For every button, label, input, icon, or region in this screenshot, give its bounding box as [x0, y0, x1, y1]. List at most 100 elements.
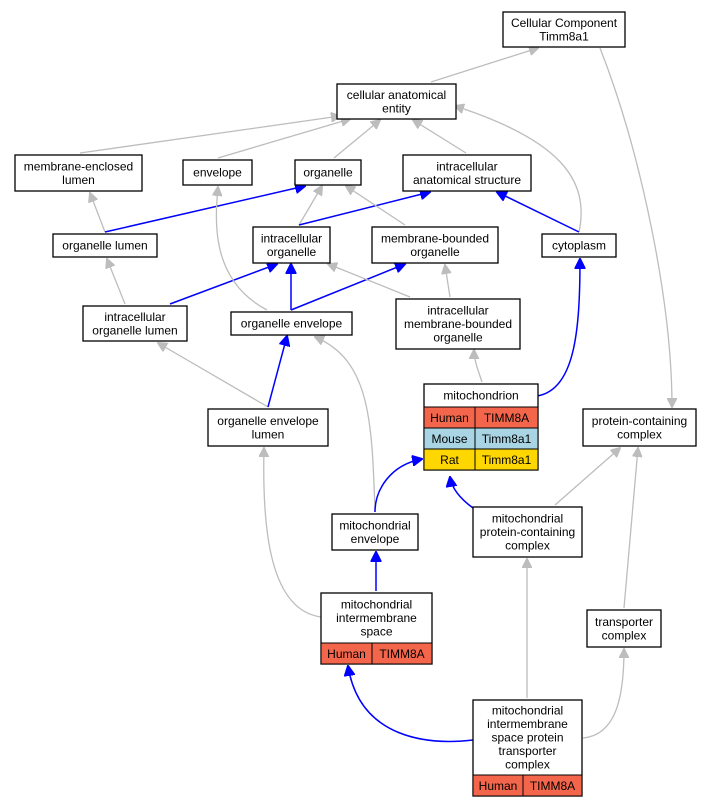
edge-envelope-to-anatomical-entity — [217, 119, 350, 159]
edge-mito-to-cytoplasm — [536, 259, 580, 397]
edge-iol-to-organelle-lumen — [107, 259, 126, 305]
node-label-line: lumen — [62, 173, 95, 187]
node-label-line: intermembrane — [487, 717, 568, 731]
node-label-line: intracellular — [436, 159, 497, 173]
gene-label: Timm8a1 — [482, 453, 532, 467]
edge-organelle-lumen-to-organelle — [104, 186, 305, 233]
gene-label: TIMM8A — [484, 411, 529, 425]
species-label: Human — [430, 411, 469, 425]
node-label-line: intracellular — [104, 310, 165, 324]
node-label-line: Cellular Component — [511, 16, 618, 30]
node-label-line: membrane-bounded — [381, 231, 489, 245]
node-label-line: organelle envelope — [241, 317, 343, 331]
node-box — [336, 83, 457, 120]
node-box — [395, 298, 521, 350]
gene-label: TIMM8A — [530, 779, 575, 793]
node-label-line: intracellular — [427, 304, 488, 318]
node-box — [586, 609, 662, 648]
node-label-line: lumen — [252, 427, 285, 441]
edges-layer — [79, 48, 672, 743]
node-box — [294, 159, 362, 186]
node-label-line: complex — [505, 539, 550, 553]
edge-oe-to-mbo — [290, 264, 405, 311]
node-label-line: protein-containing — [480, 525, 575, 539]
gene-cell — [474, 448, 539, 471]
edge-me-to-oe — [315, 337, 376, 513]
node-box — [207, 408, 329, 447]
node-label-line: intermembrane — [336, 611, 417, 625]
edge-mpcc-to-pcc — [554, 448, 620, 506]
node-box — [52, 233, 158, 258]
node-organelle-lumen[interactable]: organelle lumen — [52, 233, 158, 258]
node-label-line: cellular anatomical — [347, 88, 446, 102]
edge-oe-to-envelope — [216, 187, 268, 311]
edge-cytoplasm-to-ias — [497, 192, 580, 233]
node-label-line: Timm8a1 — [539, 29, 589, 43]
node-box — [182, 159, 253, 186]
node-label-line: mitochondrial — [339, 518, 410, 532]
species-label: Rat — [440, 453, 459, 467]
species-label: Human — [479, 779, 518, 793]
node-organelle-envelope[interactable]: organelle envelope — [230, 311, 353, 336]
node-box — [82, 305, 188, 342]
edge-oel-to-oe — [267, 336, 287, 408]
node-box — [582, 408, 697, 447]
species-label: Mouse — [431, 432, 467, 446]
gene-cell — [371, 642, 433, 665]
edge-mito-to-imbo — [474, 350, 483, 383]
edge-me-to-mito — [374, 459, 422, 513]
edge-intracellular-organelle-to-organelle — [298, 186, 322, 226]
edge-mpcc-to-mito — [450, 477, 474, 509]
node-cytoplasm[interactable]: cytoplasm — [541, 233, 617, 258]
edge-organelle-to-anatomical-entity — [333, 120, 380, 159]
node-label-line: organelle — [410, 245, 460, 259]
node-label-line: envelope — [193, 166, 242, 180]
node-label-line: organelle lumen — [92, 323, 177, 337]
edge-lumen-to-anatomical-entity — [79, 116, 340, 154]
edge-oel-to-iol — [158, 343, 269, 408]
node-label-line: organelle lumen — [62, 239, 147, 253]
gene-cell — [522, 774, 583, 797]
edge-imbo-to-mbo — [445, 265, 450, 298]
node-label-line: space — [360, 625, 392, 639]
edge-organelle-lumen-to-mel — [90, 193, 106, 233]
edge-anatomical-entity-to-root — [430, 48, 538, 83]
node-box — [402, 154, 532, 192]
node-label-line: mitochondrial — [492, 512, 563, 526]
edge-iol-to-intracellular-organelle — [169, 264, 277, 305]
node-envelope[interactable]: envelope — [182, 159, 253, 186]
node-label-line: membrane-bounded — [404, 317, 512, 331]
node-label-line: space protein — [491, 731, 563, 745]
node-organelle[interactable]: organelle — [294, 159, 362, 186]
edge-ias-to-anatomical-entity — [413, 120, 467, 154]
gene-label: Timm8a1 — [482, 432, 532, 446]
node-box — [371, 226, 499, 264]
node-label-line: membrane-enclosed — [24, 159, 133, 173]
node-label-line: protein-containing — [592, 414, 687, 428]
node-box — [252, 226, 331, 264]
edge-mimsptc-to-mis — [348, 666, 474, 743]
node-label-line: transporter — [498, 744, 556, 758]
edge-intracellular-organelle-to-ias — [298, 192, 430, 226]
edge-mimsptc-to-tc — [582, 649, 624, 739]
edge-mbo-to-organelle — [346, 186, 406, 226]
node-label-line: entity — [382, 101, 411, 115]
node-label-line: organelle — [433, 331, 483, 345]
